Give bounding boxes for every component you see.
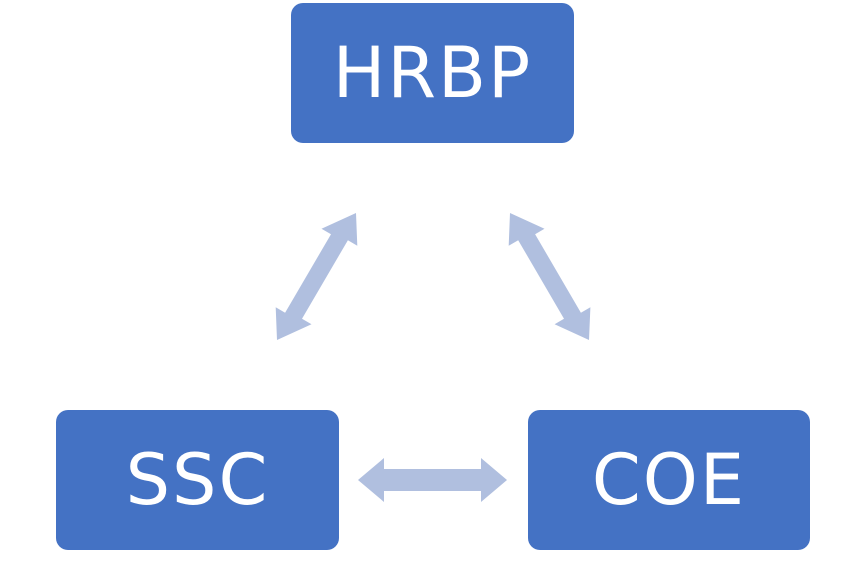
node-hrbp-label: HRBP xyxy=(332,32,533,114)
arrow-hrbp-coe xyxy=(508,213,591,340)
node-coe: COE xyxy=(528,410,810,550)
arrow-hrbp-ssc xyxy=(275,213,358,340)
node-ssc: SSC xyxy=(56,410,339,550)
node-coe-label: COE xyxy=(591,439,747,521)
arrow-ssc-coe xyxy=(358,458,507,502)
node-hrbp: HRBP xyxy=(291,3,574,143)
node-ssc-label: SSC xyxy=(125,439,270,521)
